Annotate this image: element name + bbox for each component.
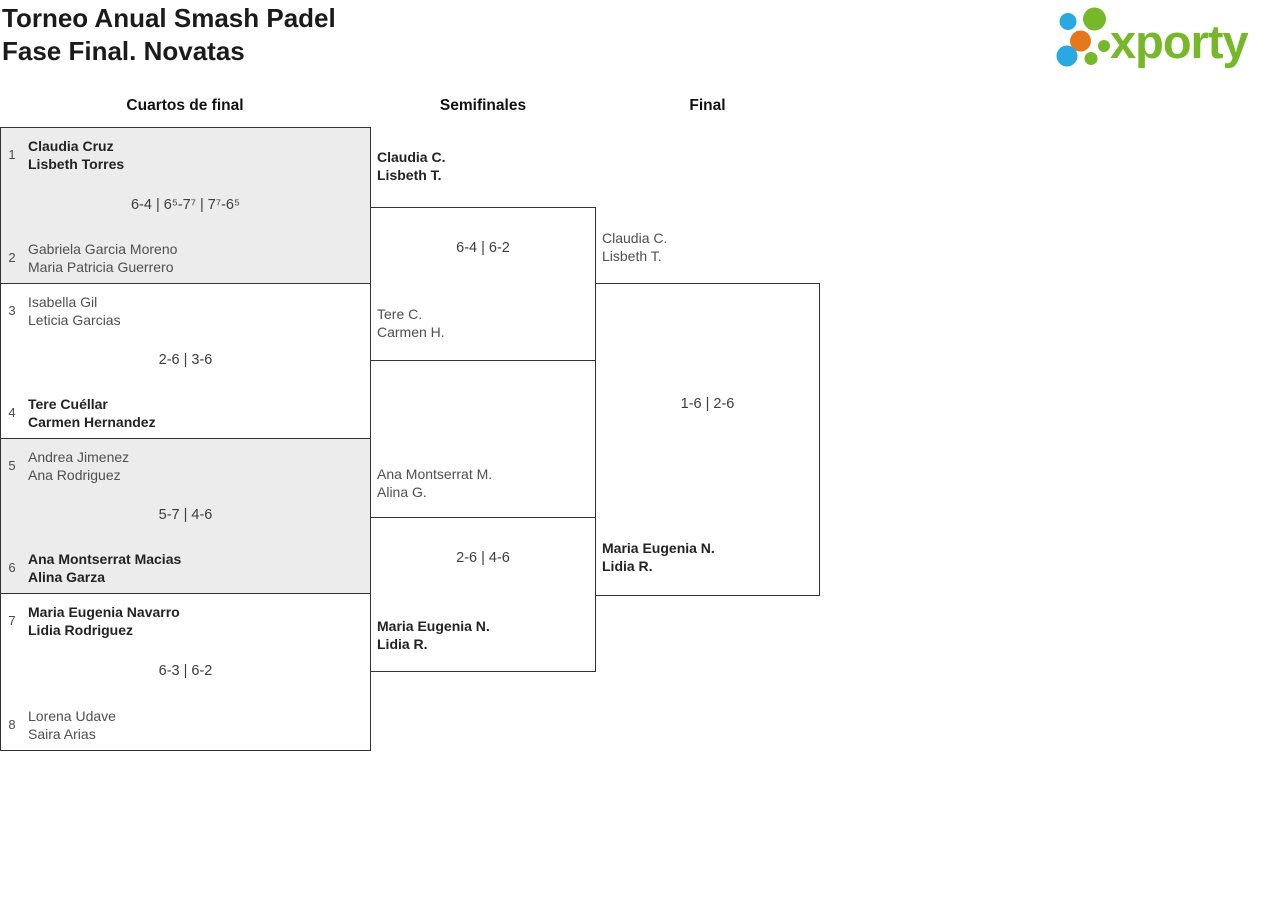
logo-wordmark: xporty <box>1110 15 1249 68</box>
player-name: Alina Garza <box>28 569 106 585</box>
match-quarterfinal-1: 1 Claudia Cruz Lisbeth Torres 6-4 | 6⁵-7… <box>0 127 371 284</box>
player-name: Tere C. <box>377 306 423 322</box>
match-score: 5-7 | 4-6 <box>158 507 213 523</box>
team-pair: Claudia C. Lisbeth T. <box>602 229 667 265</box>
player-name: Lidia R. <box>377 636 428 652</box>
player-name: Ana Montserrat Macias <box>28 551 182 567</box>
match-score: 6-4 | 6⁵-7⁷ | 7⁷-6⁵ <box>130 196 241 213</box>
seed-number: 8 <box>8 717 16 732</box>
tournament-name: Torneo Anual Smash Padel <box>2 3 336 33</box>
match-quarterfinal-3: 5 Andrea Jimenez Ana Rodriguez 5-7 | 4-6… <box>0 438 371 594</box>
player-name: Ana Montserrat M. <box>377 466 493 482</box>
player-name: Andrea Jimenez <box>28 449 130 465</box>
page-title: Torneo Anual Smash Padel Fase Final. Nov… <box>2 2 336 68</box>
player-name: Tere Cuéllar <box>28 396 108 412</box>
player-name: Lisbeth T. <box>602 248 662 264</box>
match-score: 2-6 | 4-6 <box>456 550 510 566</box>
player-name: Claudia C. <box>377 149 446 165</box>
logo-dot-green-large <box>1083 7 1106 31</box>
player-name: Lidia R. <box>602 558 653 574</box>
logo-dot-orange <box>1070 30 1091 52</box>
player-name: Claudia Cruz <box>28 138 114 154</box>
player-name: Lisbeth T. <box>377 167 442 183</box>
team-pair: Gabriela Garcia Moreno Maria Patricia Gu… <box>28 240 177 276</box>
xporty-logo-icon: xporty <box>1056 7 1250 68</box>
column-header-final: Final <box>689 97 726 114</box>
team-pair: Maria Eugenia N. Lidia R. <box>602 539 715 575</box>
match-score: 6-3 | 6-2 <box>158 663 213 679</box>
team-pair: Lorena Udave Saira Arias <box>28 707 116 743</box>
player-name: Maria Patricia Guerrero <box>28 259 174 275</box>
logo-dot-blue-large <box>1056 45 1078 67</box>
seed-number: 4 <box>8 405 16 420</box>
player-name: Maria Eugenia N. <box>377 618 490 634</box>
seed-number: 5 <box>8 458 16 473</box>
match-quarterfinal-4: 7 Maria Eugenia Navarro Lidia Rodriguez … <box>0 593 371 751</box>
seed-number: 6 <box>8 560 16 575</box>
seed-number: 7 <box>8 613 16 628</box>
team-pair: Tere Cuéllar Carmen Hernandez <box>28 395 156 431</box>
player-name: Lisbeth Torres <box>28 156 125 172</box>
match-final-box <box>595 283 820 596</box>
team-pair: Tere C. Carmen H. <box>377 305 445 341</box>
logo-dot-blue-small <box>1059 13 1077 30</box>
team-pair: Andrea Jimenez Ana Rodriguez <box>28 448 129 484</box>
player-name: Maria Eugenia N. <box>602 540 715 556</box>
team-pair: Maria Eugenia Navarro Lidia Rodriguez <box>28 603 180 639</box>
team-pair: Ana Montserrat Macias Alina Garza <box>28 550 181 586</box>
team-pair: Ana Montserrat M. Alina G. <box>377 465 492 501</box>
team-pair: Claudia C. Lisbeth T. <box>377 148 445 184</box>
xporty-logo[interactable]: xporty <box>1048 3 1278 74</box>
match-quarterfinal-2: 3 Isabella Gil Leticia Garcias 2-6 | 3-6… <box>0 283 371 439</box>
player-name: Maria Eugenia Navarro <box>28 604 180 620</box>
seed-number: 3 <box>8 303 16 318</box>
team-pair: Maria Eugenia N. Lidia R. <box>377 617 490 653</box>
player-name: Isabella Gil <box>28 294 98 310</box>
player-name: Alina G. <box>377 484 427 500</box>
team-pair: Isabella Gil Leticia Garcias <box>28 293 121 329</box>
player-name: Claudia C. <box>602 230 668 246</box>
player-name: Gabriela Garcia Moreno <box>28 241 178 257</box>
column-header-quarterfinals: Cuartos de final <box>126 97 244 114</box>
player-name: Carmen H. <box>377 324 445 340</box>
player-name: Leticia Garcias <box>28 312 121 328</box>
player-name: Ana Rodriguez <box>28 467 121 483</box>
logo-dot-green-small-mid <box>1098 40 1110 52</box>
logo-dot-green-small-bottom <box>1084 52 1098 65</box>
seed-number: 2 <box>8 250 16 265</box>
player-name: Carmen Hernandez <box>28 414 156 430</box>
match-score: 1-6 | 2-6 <box>680 396 735 412</box>
match-score: 2-6 | 3-6 <box>158 352 213 368</box>
player-name: Saira Arias <box>28 726 96 742</box>
seed-number: 1 <box>8 147 16 162</box>
match-score: 6-4 | 6-2 <box>456 240 510 256</box>
phase-name: Fase Final. Novatas <box>2 36 245 66</box>
column-header-semifinals: Semifinales <box>439 97 527 114</box>
team-pair: Claudia Cruz Lisbeth Torres <box>28 137 124 173</box>
player-name: Lidia Rodriguez <box>28 622 133 638</box>
player-name: Lorena Udave <box>28 708 116 724</box>
